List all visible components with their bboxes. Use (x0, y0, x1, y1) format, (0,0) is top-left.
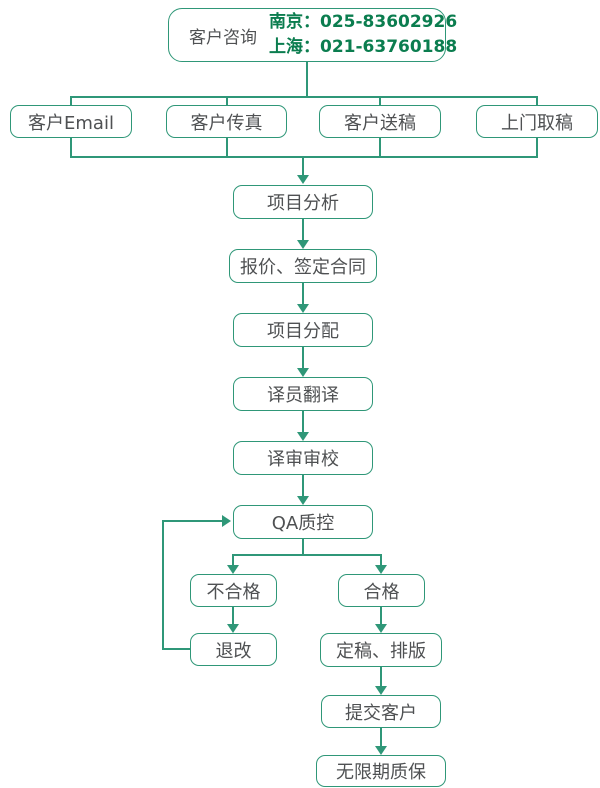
connector-fail-to-revise (232, 607, 234, 624)
node-label: 客户传真 (190, 112, 263, 134)
connector-to-pass (380, 554, 382, 565)
arrow-down-icon (297, 304, 309, 313)
node-translator-translation: 译员翻译 (233, 377, 373, 411)
connector-step-1 (302, 219, 304, 240)
connector-loop-riser (162, 520, 164, 650)
node-label: 报价、签定合同 (240, 257, 366, 278)
node-label: 合格 (363, 581, 400, 603)
connector-loop-top (162, 520, 222, 522)
phone-numbers: 南京：025-83602926 上海：021-63760188 (269, 10, 457, 61)
node-label: 定稿、排版 (336, 641, 426, 662)
phone-nanjing: 南京：025-83602926 (269, 11, 458, 32)
connector-step-2 (302, 283, 304, 304)
node-project-assignment: 项目分配 (233, 313, 373, 347)
node-finalize-typeset: 定稿、排版 (320, 633, 442, 667)
connector-channels-top-bus (70, 96, 538, 98)
connector-riser-pickup (536, 138, 538, 157)
node-submit-to-customer: 提交客户 (321, 695, 441, 728)
connector-loop-bottom (162, 648, 190, 650)
arrow-down-icon (297, 175, 309, 184)
connector-to-fail (232, 554, 234, 565)
node-project-analysis: 项目分析 (233, 185, 373, 219)
arrow-down-icon (227, 624, 239, 633)
arrow-down-icon (375, 565, 387, 574)
connector-branch-bus (232, 554, 382, 556)
arrow-right-icon (222, 515, 231, 527)
node-fail: 不合格 (190, 574, 277, 607)
node-customer-email: 客户Email (10, 105, 132, 138)
connector-qa-drop (302, 539, 304, 555)
arrow-down-icon (297, 496, 309, 505)
node-revise: 退改 (190, 633, 277, 666)
connector-drop-fax (226, 96, 228, 105)
node-customer-fax: 客户传真 (166, 105, 287, 138)
node-label: 项目分配 (267, 321, 339, 342)
node-label: QA质控 (271, 513, 335, 534)
node-quote-contract: 报价、签定合同 (229, 249, 377, 283)
connector-step-5 (302, 475, 304, 496)
node-customer-delivery: 客户送稿 (319, 105, 441, 138)
arrow-down-icon (375, 686, 387, 695)
connector-finalize-to-deliver (380, 667, 382, 686)
node-label: 上门取稿 (501, 112, 573, 134)
connector-pass-to-finalize (380, 607, 382, 624)
node-label: 项目分析 (267, 193, 339, 214)
node-label: 客户Email (28, 112, 114, 134)
node-door-pickup: 上门取稿 (476, 105, 598, 138)
node-label: 客户咨询 (189, 27, 257, 48)
node-label: 提交客户 (345, 702, 417, 724)
arrow-down-icon (227, 565, 239, 574)
node-label: 译审审校 (267, 449, 339, 470)
connector-riser-delivery (379, 138, 381, 157)
arrow-down-icon (297, 240, 309, 249)
node-label: 无限期质保 (336, 762, 426, 783)
connector-step-4 (302, 411, 304, 432)
arrow-down-icon (375, 624, 387, 633)
node-label: 不合格 (206, 581, 261, 603)
connector-step-3 (302, 347, 304, 368)
connector-riser-email (70, 138, 72, 157)
connector-start-drop (306, 62, 308, 97)
node-customer-consult: 客户咨询 南京：025-83602926 上海：021-63760188 (168, 8, 457, 62)
connector-drop-pickup (536, 96, 538, 105)
connector-to-analysis (302, 156, 304, 176)
connector-drop-email (70, 96, 72, 105)
connector-riser-fax (226, 138, 228, 157)
node-label: 译员翻译 (267, 385, 339, 406)
node-unlimited-guarantee: 无限期质保 (316, 755, 446, 787)
node-qa-control: QA质控 (233, 505, 373, 539)
arrow-down-icon (375, 746, 387, 755)
node-label: 退改 (215, 640, 252, 662)
node-pass: 合格 (338, 574, 425, 607)
phone-shanghai: 上海：021-63760188 (269, 37, 458, 57)
arrow-down-icon (297, 432, 309, 441)
node-label: 客户送稿 (344, 112, 416, 134)
node-reviewer-proofreading: 译审审校 (233, 441, 373, 475)
connector-drop-delivery (379, 96, 381, 105)
connector-deliver-to-guarantee (380, 728, 382, 746)
arrow-down-icon (297, 368, 309, 377)
connector-channels-bottom-bus (70, 156, 538, 158)
